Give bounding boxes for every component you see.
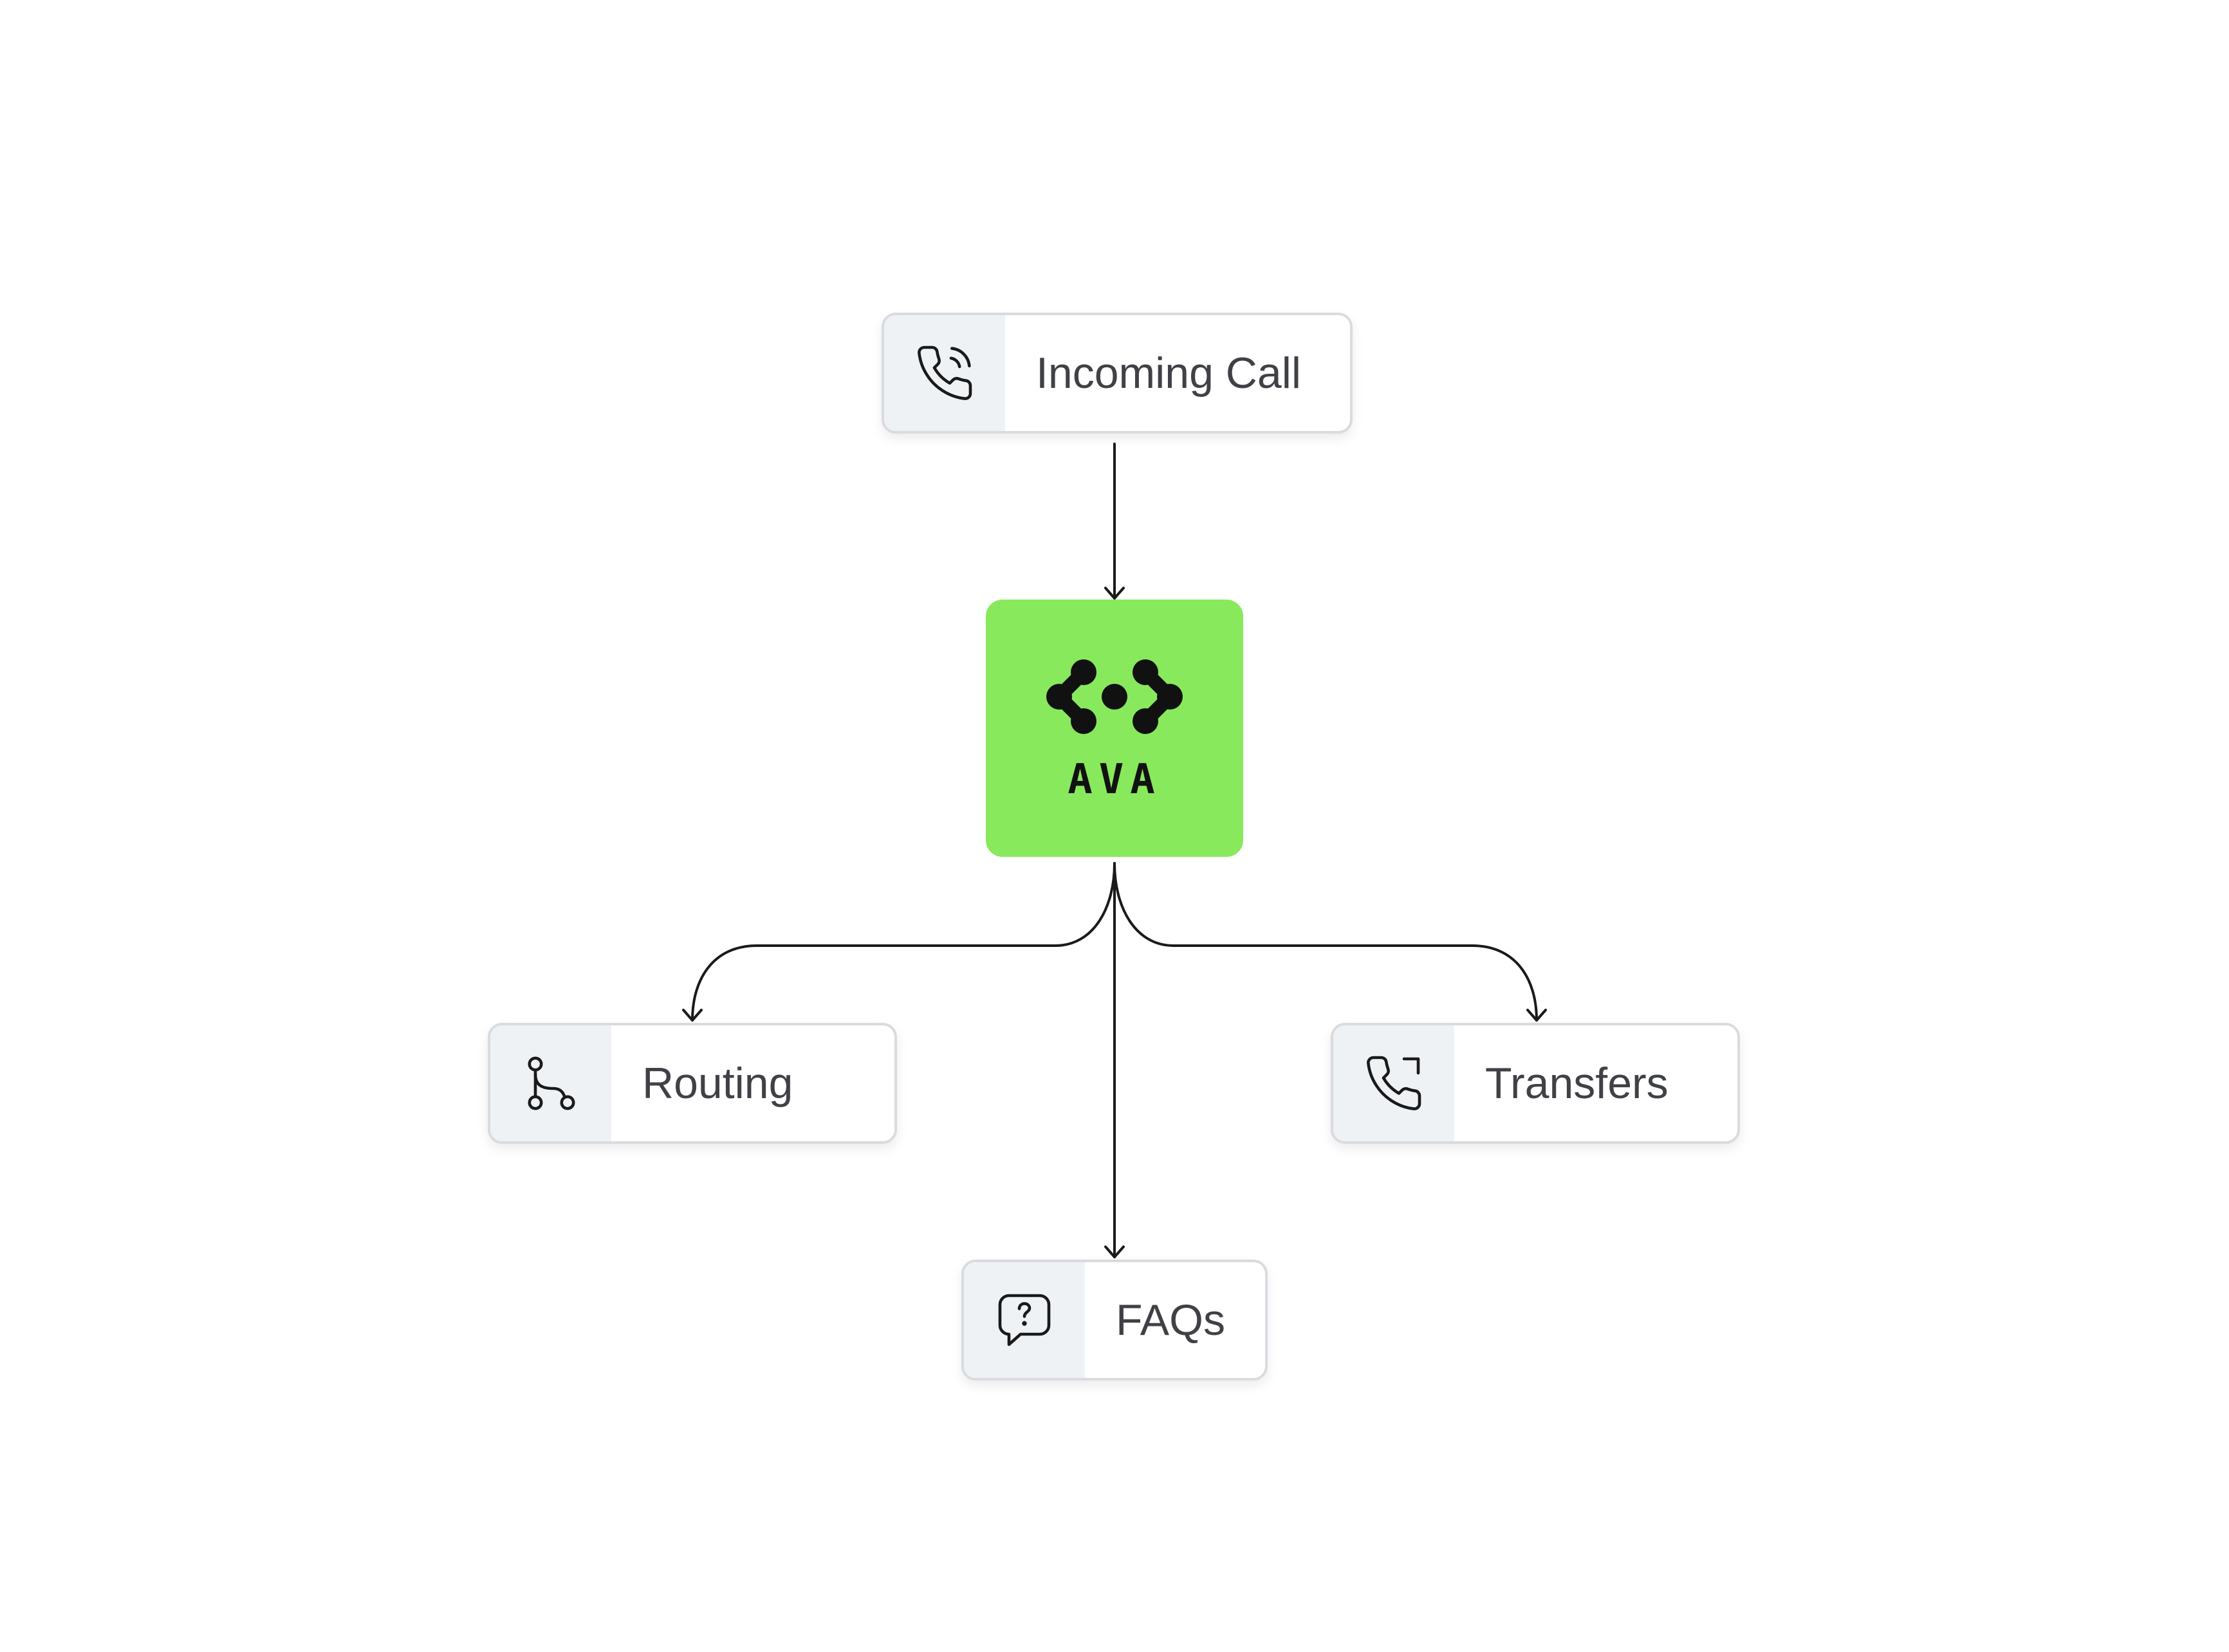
faqs-label: FAQs <box>1116 1296 1226 1345</box>
edge-hub-to-routing <box>691 862 1116 1022</box>
arrowhead-routing <box>682 1009 703 1022</box>
ava-wordmark-text: AVA <box>1068 760 1161 798</box>
faqs-icon-cell <box>964 1262 1085 1378</box>
phone-forward-icon <box>1367 1056 1421 1110</box>
incoming-call-node[interactable]: Incoming Call <box>882 313 1353 434</box>
git-branch-icon <box>528 1056 575 1110</box>
incoming-call-label: Incoming Call <box>1036 349 1301 398</box>
edge-hub-to-transfers <box>1113 862 1538 1022</box>
ava-wordmark: AVA <box>1068 760 1161 798</box>
routing-label: Routing <box>642 1059 793 1108</box>
arrowhead-transfers <box>1526 1009 1547 1022</box>
question-bubble-icon <box>998 1294 1051 1346</box>
routing-node[interactable]: Routing <box>488 1023 897 1144</box>
incoming-call-icon-cell <box>884 315 1005 431</box>
arrowhead-hub <box>1104 587 1125 600</box>
faqs-node[interactable]: FAQs <box>961 1260 1268 1381</box>
ava-hub-node[interactable]: AVA <box>986 600 1243 857</box>
routing-icon-cell <box>490 1025 611 1141</box>
transfers-label: Transfers <box>1485 1059 1669 1108</box>
arrowhead-faqs <box>1104 1245 1125 1258</box>
ava-logo-icon <box>1046 659 1183 734</box>
phone-ringing-icon <box>918 345 972 400</box>
transfers-icon-cell <box>1333 1025 1454 1141</box>
transfers-node[interactable]: Transfers <box>1331 1023 1740 1144</box>
